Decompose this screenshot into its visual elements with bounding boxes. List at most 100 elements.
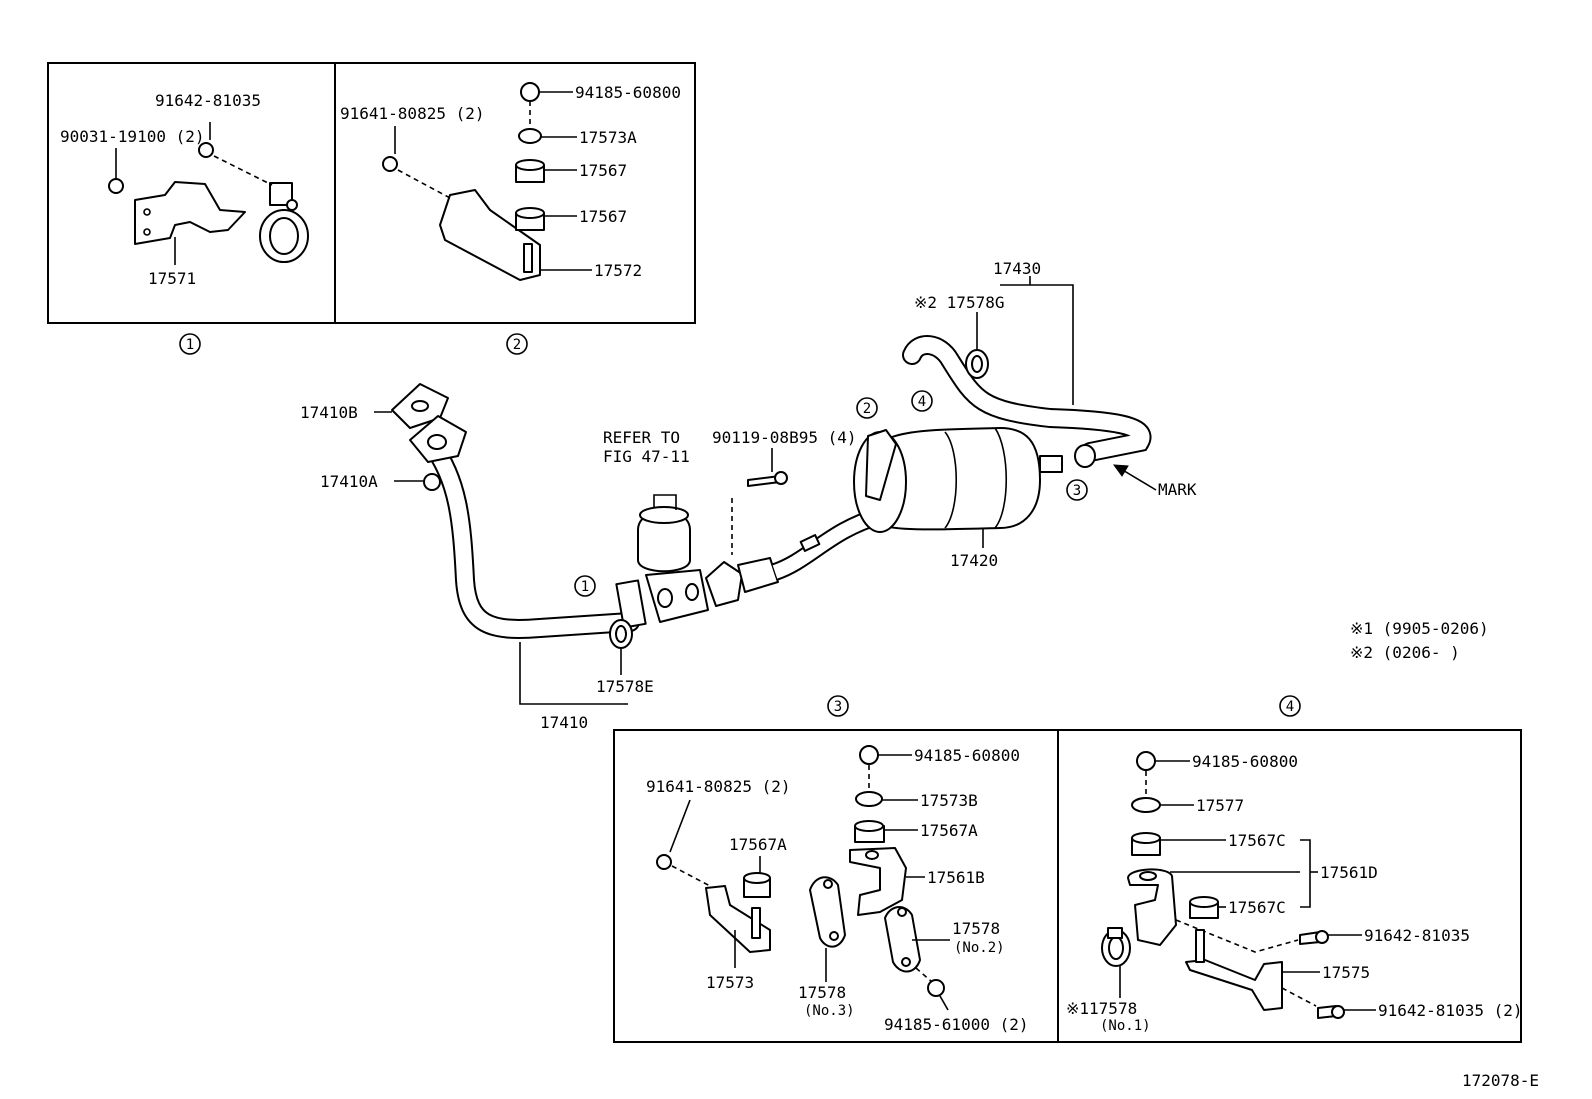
detail-2-nut-94185 (520, 82, 540, 102)
callout-main-4: 4 (911, 390, 933, 412)
detail-2-cushion-17567-a (515, 159, 545, 183)
label-17567A-right: 17567A (920, 821, 978, 840)
label-fig-47-11: FIG 47-11 (603, 447, 690, 466)
detail-2-bracket-17572 (439, 189, 541, 281)
label-17567C-bottom: 17567C (1228, 898, 1286, 917)
label-17567C-top: 17567C (1228, 831, 1286, 850)
flange-front-pipe (409, 415, 467, 463)
catalytic-converter (637, 494, 709, 623)
label-17572: 17572 (594, 261, 642, 280)
hanger-17578G (965, 349, 989, 379)
detail-2-washer-17573A (518, 128, 542, 144)
label-91642-81035-single: 91642-81035 (1364, 926, 1470, 945)
detail-4-cushion-17567C-top (1131, 832, 1161, 856)
detail-4-bolt-91642-two (1317, 1005, 1345, 1019)
callout-main-3: 3 (1066, 479, 1088, 501)
detail-4-bracket-17575 (1185, 929, 1283, 1011)
svg-text:2: 2 (513, 337, 521, 353)
label-no3: (No.3) (804, 1003, 855, 1019)
callout-circle-1: 1 (179, 333, 201, 355)
detail-3-bracket-17561B (849, 847, 907, 916)
callout-circle-4: 4 (1279, 695, 1301, 717)
front-pipe-17410 (422, 435, 640, 639)
detail-1-bolt-91642 (198, 142, 214, 158)
label-17430: 17430 (993, 259, 1041, 278)
label-17410A: 17410A (320, 472, 378, 491)
label-17573B: 17573B (920, 791, 978, 810)
detail-3-nut-94185-60800 (859, 745, 879, 765)
detail-4-cushion-17567C-bottom (1189, 896, 1219, 919)
detail-1-bolt-90031 (108, 178, 124, 194)
detail-4-nut-94185 (1136, 751, 1156, 771)
label-91641-80825-d3: 91641-80825 (2) (646, 777, 791, 796)
label-94185-60800-d2: 94185-60800 (575, 83, 681, 102)
label-17578G: ※2 17578G (914, 293, 1004, 312)
flange-pipe-end (615, 579, 647, 629)
callout-main-1: 1 (574, 575, 596, 597)
muffler-17420 (853, 427, 1063, 533)
bolt-90119 (747, 471, 788, 487)
label-17561D: 17561D (1320, 863, 1378, 882)
label-17573: 17573 (706, 973, 754, 992)
detail-4-hanger-17578-no1 (1101, 927, 1131, 967)
detail-3-bracket-17573 (705, 885, 771, 953)
detail-2-bolt-91641 (382, 156, 398, 172)
label-17575: 17575 (1322, 963, 1370, 982)
label-17410: 17410 (540, 713, 588, 732)
detail-3-cushion-17567A-right (854, 820, 885, 843)
detail-4-bolt-91642-single (1299, 930, 1329, 945)
detail-1-bracket (134, 181, 246, 245)
mark-arrow (1112, 464, 1157, 491)
label-17578-no2: 17578 (952, 919, 1000, 938)
label-17578E: 17578E (596, 677, 654, 696)
detail-3-hanger-17578-no3 (809, 876, 846, 948)
label-17567-b: 17567 (579, 207, 627, 226)
label-90119-08B95: 90119-08B95 (4) (712, 428, 857, 447)
tail-pipe-17430 (902, 335, 1152, 468)
label-91642-81035-two: 91642-81035 (2) (1378, 1001, 1523, 1020)
label-17577: 17577 (1196, 796, 1244, 815)
label-mark: MARK (1158, 480, 1197, 499)
callout-main-2: 2 (856, 397, 878, 419)
label-17420: 17420 (950, 551, 998, 570)
label-91642-81035: 91642-81035 (155, 91, 261, 110)
detail-3-bolt-91641 (656, 854, 672, 870)
svg-text:1: 1 (186, 337, 194, 353)
detail-4-bracket-17561D (1127, 868, 1177, 946)
svg-text:2: 2 (863, 401, 871, 417)
svg-text:4: 4 (918, 394, 926, 410)
label-94185-60800-d3: 94185-60800 (914, 746, 1020, 765)
detail-4-washer-17577 (1131, 797, 1161, 813)
label-17567-a: 17567 (579, 161, 627, 180)
label-94185-60800-d4: 94185-60800 (1192, 752, 1298, 771)
hanger-17578E (609, 619, 633, 649)
label-17561B: 17561B (927, 868, 985, 887)
label-17567A-left: 17567A (729, 835, 787, 854)
label-no2: (No.2) (954, 940, 1005, 956)
detail-3-hanger-17578-no2 (884, 906, 921, 973)
drawing-id: 172078-E (1462, 1071, 1539, 1090)
detail-box-2 (334, 62, 696, 324)
detail-3-nut-94185-61000 (927, 979, 945, 997)
label-no1: (No.1) (1100, 1018, 1151, 1034)
detail-3-washer-17573B (855, 791, 883, 807)
label-refer-to: REFER TO (603, 428, 680, 447)
detail-1-clamp (259, 182, 309, 263)
note-1: ※1 (9905-0206) (1350, 619, 1489, 638)
gasket-17410B (391, 383, 449, 429)
detail-2-cushion-17567-b (515, 207, 545, 231)
callout-circle-3: 3 (827, 695, 849, 717)
svg-text:1: 1 (581, 579, 589, 595)
label-91641-80825-d2: 91641-80825 (2) (340, 104, 485, 123)
note-2: ※2 (0206- ) (1350, 643, 1460, 662)
nut-17410A (423, 473, 441, 491)
detail-box-4 (1057, 729, 1522, 1043)
label-90031-19100: 90031-19100 (2) (60, 127, 205, 146)
detail-3-cushion-17567A-left (743, 872, 771, 898)
svg-text:3: 3 (1073, 483, 1081, 499)
label-17410B: 17410B (300, 403, 358, 422)
svg-text:4: 4 (1286, 699, 1294, 715)
svg-text:3: 3 (834, 699, 842, 715)
label-17573A: 17573A (579, 128, 637, 147)
